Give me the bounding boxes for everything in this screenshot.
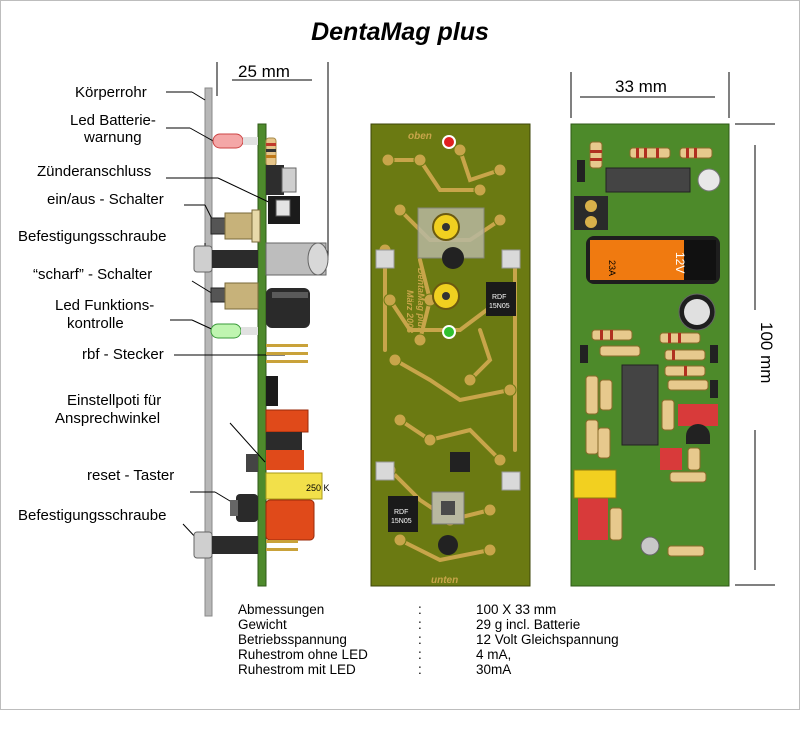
dimension-board-width: 33 mm: [615, 77, 667, 96]
label-led-function-2: kontrolle: [67, 315, 124, 332]
label-led-function-1: Led Funktions-: [55, 297, 155, 314]
copper-small-ic: [450, 452, 470, 472]
copper-label-top: oben: [408, 131, 432, 142]
label-led-battery-2: warnung: [84, 129, 142, 146]
copper-label-bottom: unten: [431, 575, 458, 586]
component-red-cap-3: [578, 494, 608, 540]
side-cap-large: [265, 499, 315, 541]
specs-row: Ruhestrom ohne LED:4 mA,: [238, 647, 512, 662]
label-on-off: ein/aus - Schalter: [47, 191, 164, 208]
label-led-battery-1: Led Batterie-: [70, 112, 156, 129]
copper-mosfet-2: [388, 496, 418, 532]
copper-label-date: März 2003: [405, 290, 415, 333]
label-rbf-plug: rbf - Stecker: [82, 346, 164, 363]
side-resistor: [265, 137, 277, 167]
reset-button: [230, 494, 258, 522]
resistor-bands: [590, 148, 697, 376]
side-cap-red2: [266, 450, 304, 470]
ignitor-connector: [266, 165, 300, 224]
component-layout: 23A 12V: [570, 72, 775, 587]
side-small-part: [246, 454, 258, 472]
label-pot-2: Ansprechwinkel: [55, 410, 161, 427]
battery-type-label: 23A: [607, 260, 617, 276]
rbf-plug: [266, 344, 308, 363]
svg-text:15N05: 15N05: [489, 303, 510, 310]
led-function-control: [210, 323, 258, 339]
battery-voltage-label: 12V: [673, 252, 687, 273]
copper-layout: RDF 15N05 RDF 15N05 oben unten DentaMag …: [370, 123, 531, 587]
copper-square-pads: [375, 249, 521, 491]
label-pot-1: Einstellpoti für: [67, 392, 162, 409]
body-tube: [204, 87, 213, 617]
led-battery-warning: [212, 133, 258, 149]
copper-mosfet-1: [486, 282, 516, 316]
specs-row: Ruhestrom mit LED:30mA: [238, 662, 512, 677]
pot-value-label: 250 K: [306, 483, 330, 493]
specs-row: Betriebsspannung:12 Volt Gleichspannung: [238, 632, 619, 647]
copper-led-red: [442, 135, 456, 149]
jumpers: [577, 160, 718, 398]
potentiometer: 250 K: [265, 472, 330, 500]
specs-row: Abmessungen:100 X 33 mm: [238, 602, 557, 617]
component-pot: [573, 469, 617, 499]
side-ic: [266, 376, 278, 406]
label-arm-switch: “scharf” - Schalter: [33, 266, 153, 283]
dimension-board-height: 100 mm: [757, 322, 776, 384]
on-off-switch: [210, 209, 261, 243]
label-mount-screw-1: Befestigungsschraube: [18, 228, 167, 245]
svg-text:RDF: RDF: [394, 509, 408, 516]
trim-pot: [697, 168, 721, 192]
mounting-screw-top: [193, 242, 329, 276]
side-cap-dark: [266, 432, 302, 450]
copper-led-green: [442, 325, 456, 339]
arm-switch: [210, 282, 310, 328]
copper-screw-hole: [438, 535, 458, 555]
svg-text:15N05: 15N05: [391, 518, 412, 525]
label-reset: reset - Taster: [87, 467, 175, 484]
component-screw: [640, 536, 660, 556]
component-ic-top: [605, 167, 691, 193]
battery: 23A 12V: [586, 236, 720, 284]
switch-shaft-1: [442, 247, 464, 269]
component-red-cap: [678, 404, 718, 426]
component-ic-middle: [621, 364, 659, 446]
label-mount-screw-2: Befestigungsschraube: [18, 507, 167, 524]
diagram-title: DentaMag plus: [311, 18, 489, 46]
component-red-cap-2: [660, 448, 682, 470]
transistor: [686, 424, 710, 444]
copper-label-product: DentaMag plus: [416, 268, 426, 332]
dimension-side-width: 25 mm: [238, 62, 290, 81]
svg-text:RDF: RDF: [492, 294, 506, 301]
specs-table: Abmessungen:100 X 33 mm Gewicht:29 g inc…: [238, 602, 619, 677]
mounting-screw-bottom: [193, 531, 298, 559]
side-cap-red: [265, 409, 309, 433]
specs-row: Gewicht:29 g incl. Batterie: [238, 617, 581, 632]
label-body-tube: Körperrohr: [75, 84, 147, 101]
side-view: 250 K: [166, 62, 330, 617]
label-ignitor: Zünderanschluss: [37, 163, 152, 180]
